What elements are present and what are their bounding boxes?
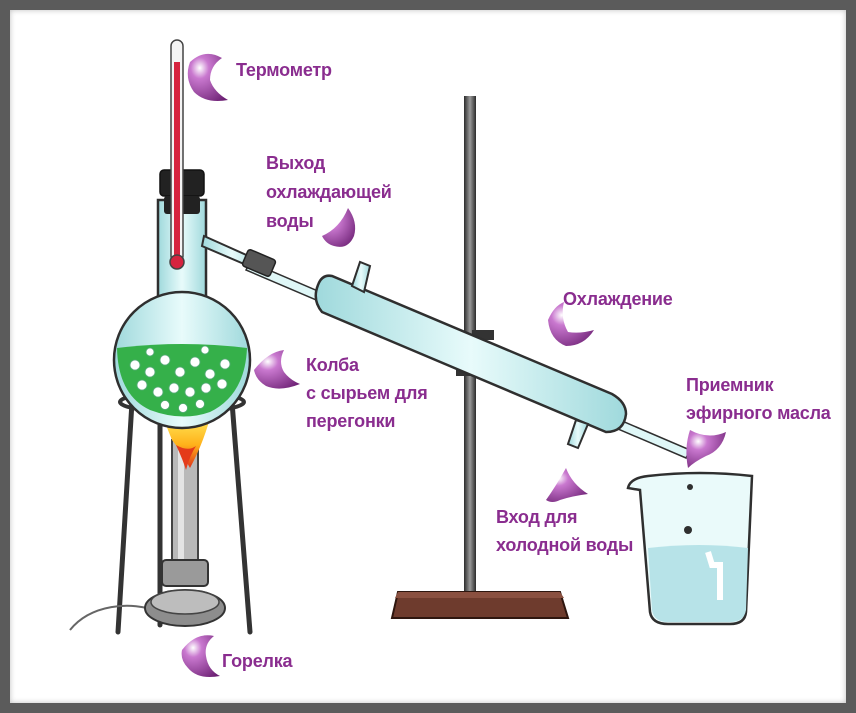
label-water-out-line-2: охлаждающей <box>266 182 392 202</box>
label-water-in-line-2: холодной воды <box>496 535 634 555</box>
label-receiver-line-2: эфирного масла <box>686 403 831 423</box>
pointer-water-in-icon <box>546 468 588 502</box>
label-burner: Горелка <box>222 651 293 671</box>
label-cooling: Охлаждение <box>563 289 673 309</box>
pointer-thermometer-icon <box>187 53 228 101</box>
label-flask-line-2: с сырьем для <box>306 383 428 403</box>
pointer-flask-icon <box>254 350 300 389</box>
burner <box>69 439 226 631</box>
label-water-out-line-1: Выход <box>266 153 326 173</box>
label-flask-line-3: перегонки <box>306 411 396 431</box>
receiver-beaker <box>626 471 754 626</box>
label-water-in-line-1: Вход для <box>496 507 578 527</box>
label-receiver-line-1: Приемник <box>686 375 774 395</box>
pointer-cooling-icon <box>548 302 594 346</box>
raw-material-particles <box>129 345 231 413</box>
label-water-out-line-3: воды <box>266 211 314 231</box>
pointer-receiver-icon <box>686 430 726 468</box>
condenser <box>241 249 692 459</box>
pointer-water-out-icon <box>322 208 356 247</box>
pointer-burner-icon <box>181 635 220 677</box>
thermometer <box>169 39 185 270</box>
label-thermometer: Термометр <box>236 60 332 80</box>
label-flask-line-1: Колба <box>306 355 359 375</box>
distillation-flask <box>112 169 264 430</box>
